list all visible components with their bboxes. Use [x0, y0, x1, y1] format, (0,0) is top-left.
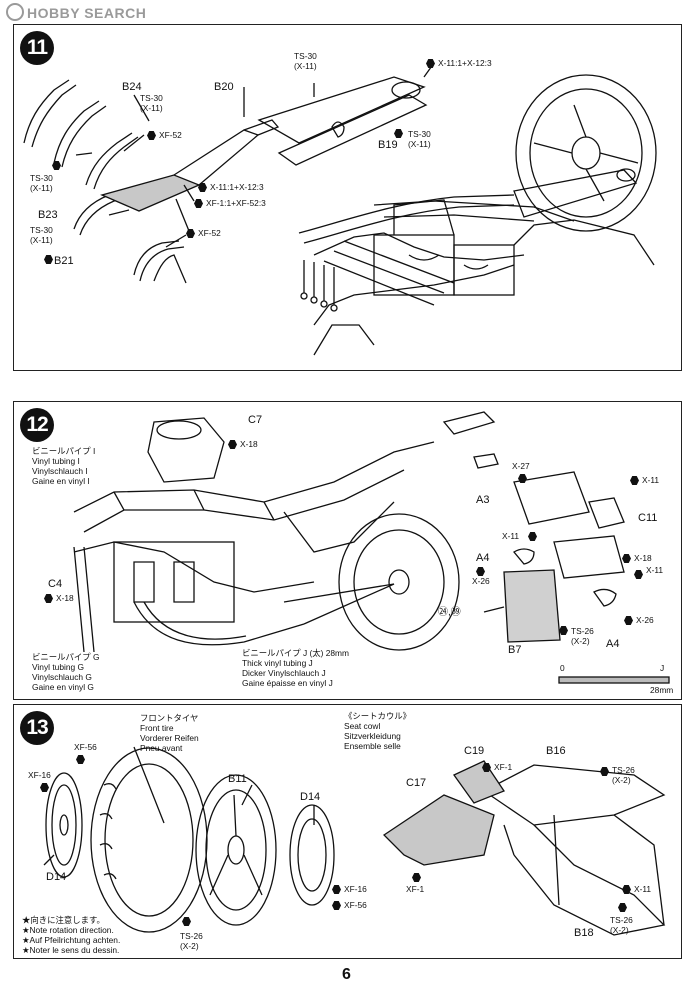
- part-b20-label: B20: [214, 81, 234, 93]
- step-11-number: 11: [20, 31, 54, 65]
- step-13-panel: 13: [13, 704, 682, 959]
- part-b19-label: B19: [378, 139, 398, 151]
- step-12-panel: 12: [13, 401, 682, 700]
- part-c11-label: C11: [638, 512, 658, 524]
- paint-marker-icon: [40, 783, 49, 792]
- paint-callout-xf1-top: XF-1: [494, 762, 513, 772]
- paint-marker-icon: [182, 917, 191, 926]
- paint-callout-ts26: TS-26 (X-2): [571, 626, 594, 646]
- paint-callout-x11-seat: X-11: [634, 884, 652, 894]
- front-tire-label: フロントタイヤ Front tire Vorderer Reifen Pneu …: [140, 713, 199, 753]
- paint-callout-ts26-bottom: TS-26 (X-2): [610, 915, 633, 935]
- part-c7-label: C7: [248, 414, 263, 426]
- paint-callout-x18-c7: X-18: [240, 439, 258, 449]
- part-b7-label: B7: [508, 644, 522, 656]
- part-d14-label-right: D14: [300, 791, 321, 803]
- paint-callout-x26-right: X-26: [636, 615, 654, 625]
- step-13-number: 13: [20, 711, 54, 745]
- wheel-and-cowl-drawing: [43, 746, 666, 936]
- paint-marker-icon: [44, 594, 53, 603]
- paint-marker-icon: [44, 255, 53, 264]
- paint-callout-xf56-right: XF-56: [344, 900, 367, 910]
- paint-marker-icon: [394, 129, 403, 138]
- paint-callout-x11-right: X-11: [646, 565, 664, 575]
- paint-callout-xf52-b: XF-52: [198, 228, 221, 238]
- paint-callout-xf52-a: XF-52: [159, 130, 182, 140]
- paint-marker-icon: [630, 476, 639, 485]
- scale-j-label: J: [660, 663, 665, 673]
- paint-marker-icon: [624, 616, 633, 625]
- paint-marker-icon: [600, 767, 609, 776]
- part-b24-label: B24: [122, 81, 142, 93]
- paint-callout-xf1-bottom: XF-1: [406, 884, 425, 894]
- scale-zero-label: 0: [560, 663, 565, 673]
- paint-marker-icon: [332, 901, 341, 910]
- part-a4-label-left: A4: [476, 552, 490, 564]
- watermark: HOBBY SEARCH: [6, 3, 146, 21]
- part-b11-label: B11: [228, 773, 247, 785]
- paint-callout-x27: X-27: [512, 461, 530, 471]
- rotation-note: ★向きに注意します。 ★Note rotation direction. ★Au…: [22, 915, 121, 955]
- part-b21-label: B21: [54, 255, 74, 267]
- paint-marker-icon: [476, 567, 485, 576]
- paint-callout-xf56-left: XF-56: [74, 742, 97, 752]
- paint-mix-callout-top: X-11:1+X-12:3: [438, 58, 492, 68]
- paint-marker-icon: [622, 885, 631, 894]
- paint-marker-icon: [412, 873, 421, 882]
- tube-i-label: ビニールパイプ I Vinyl tubing I Vinylschlauch I…: [32, 446, 96, 486]
- exhaust-assembly-drawing: [23, 62, 657, 356]
- paint-marker-icon: [559, 626, 568, 635]
- paint-marker-icon: [147, 131, 156, 140]
- paint-marker-icon: [618, 903, 627, 912]
- step-12-number: 12: [20, 408, 54, 442]
- paint-callout-xf16-right: XF-16: [344, 884, 367, 894]
- paint-marker-icon: [634, 570, 643, 579]
- part-c17-label: C17: [406, 777, 427, 789]
- paint-marker-icon: [186, 229, 195, 238]
- paint-marker-icon: [332, 885, 341, 894]
- paint-marker-icon: [228, 440, 237, 449]
- paint-callout-b23: TS-30 (X-11): [30, 225, 53, 245]
- paint-callout-x26-a4: X-26: [472, 576, 490, 586]
- part-c19-label: C19: [464, 745, 485, 757]
- paint-callout-x11-a4: X-11: [502, 531, 520, 541]
- paint-mix-callout-xf: XF-1:1+XF-52:3: [206, 198, 266, 208]
- paint-callout-b24: TS-30 (X-11): [140, 93, 163, 113]
- part-d14-label-left: D14: [46, 871, 67, 883]
- paint-marker-icon: [622, 554, 631, 563]
- paint-callout-top: TS-30 (X-11): [294, 51, 317, 71]
- logo-badge-icon: [6, 3, 24, 21]
- paint-marker-icon: [518, 474, 527, 483]
- paint-mix-callout-mid: X-11:1+X-12:3: [210, 182, 264, 192]
- scale-mm-label: 28mm: [650, 685, 674, 695]
- paint-marker-icon: [194, 199, 203, 208]
- tube-g-label: ビニールパイプ G Vinyl tubing G Vinylschlauch G…: [32, 652, 100, 692]
- part-b23-label: B23: [38, 209, 58, 221]
- paint-marker-icon: [76, 755, 85, 764]
- paint-callout-xf16-left: XF-16: [28, 770, 51, 780]
- paint-marker-icon: [426, 59, 435, 68]
- paint-callout-ts26-seat: TS-26 (X-2): [612, 765, 635, 785]
- paint-callout-b19: TS-30 (X-11): [408, 129, 431, 149]
- frame-assembly-drawing: [73, 411, 670, 684]
- paint-callout-x11-a3: X-11: [642, 475, 660, 485]
- decal-numbers-label: ㉔,㊴: [438, 607, 461, 618]
- part-a3-label: A3: [476, 494, 490, 506]
- paint-marker-icon: [482, 763, 491, 772]
- paint-callout-ts26-wheel: TS-26 (X-2): [180, 931, 203, 951]
- paint-callout-x18-c4: X-18: [56, 593, 74, 603]
- part-b18-label: B18: [574, 927, 594, 939]
- paint-marker-icon: [52, 161, 61, 170]
- paint-marker-icon: [528, 532, 537, 541]
- page-number: 6: [342, 966, 351, 983]
- paint-callout-left: TS-30 (X-11): [30, 173, 53, 193]
- part-c4-label: C4: [48, 578, 63, 590]
- step-11-panel: 11: [13, 24, 682, 371]
- part-b16-label: B16: [546, 745, 566, 757]
- tube-j-label: ビニールパイプ J (太) 28mm Thick vinyl tubing J …: [242, 648, 350, 688]
- seat-cowl-label: 《シートカウル》 Seat cowl Sitzverkleidung Ensem…: [344, 711, 411, 751]
- paint-marker-icon: [198, 183, 207, 192]
- paint-callout-x18-c11: X-18: [634, 553, 652, 563]
- part-a4-label-right: A4: [606, 638, 620, 650]
